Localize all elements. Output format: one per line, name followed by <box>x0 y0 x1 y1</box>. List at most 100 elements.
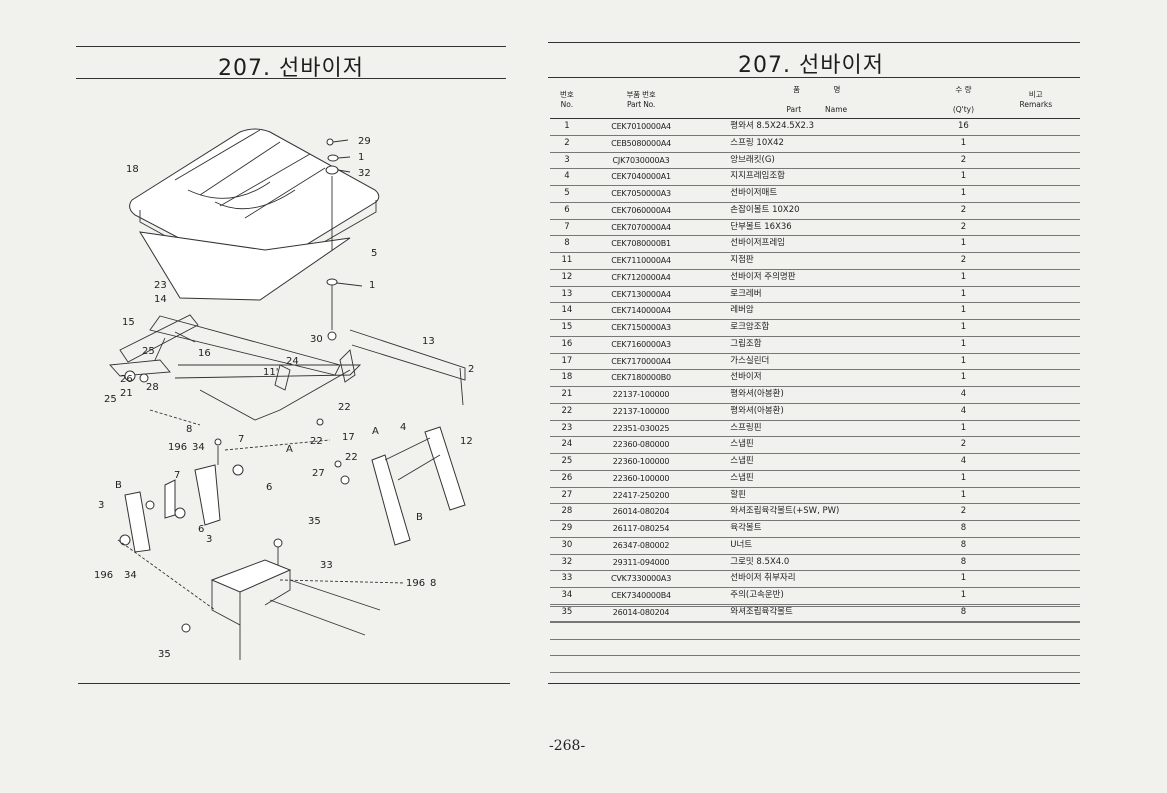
callout: 5 <box>371 248 377 259</box>
callout: 4 <box>400 422 406 433</box>
row-part-number: CEK7150000A3 <box>611 323 671 332</box>
row-part-number: 22137-100000 <box>612 406 670 416</box>
empty-row <box>550 640 1080 657</box>
row-quantity: 2 <box>960 439 967 450</box>
callout: 34 <box>124 570 137 581</box>
row-part-number: 26117-080254 <box>612 524 670 533</box>
row-number: 27 <box>561 489 573 500</box>
row-number: 17 <box>561 355 573 366</box>
row-remarks <box>992 554 1080 571</box>
table-row: 12 CFK7120000A4 선바이저 주의명판 1 <box>550 269 1080 286</box>
empty-row <box>550 623 1080 640</box>
callout: 35 <box>308 516 321 527</box>
row-remarks <box>992 135 1080 152</box>
row-part-number: CFK7120000A4 <box>611 272 671 282</box>
right-top-rule <box>548 42 1080 43</box>
row-remarks <box>992 420 1080 437</box>
callout: 24 <box>286 356 299 367</box>
row-quantity: 4 <box>960 405 967 416</box>
row-part-number: CEK7340000B4 <box>611 591 671 600</box>
row-number: 12 <box>561 271 573 282</box>
callout: 8 <box>186 424 192 435</box>
row-quantity: 8 <box>960 556 967 567</box>
row-part-name: 그립조합 <box>730 338 762 349</box>
row-quantity: 2 <box>960 204 967 215</box>
row-quantity: 1 <box>960 422 967 433</box>
row-quantity: 8 <box>960 606 967 617</box>
row-part-name: 지점판 <box>730 255 754 265</box>
callout: 30 <box>310 334 323 345</box>
row-part-name: 그로밋 8.5X4.0 <box>730 556 790 567</box>
row-remarks <box>992 320 1080 337</box>
row-remarks <box>992 521 1080 538</box>
row-part-number: CEB5080000A4 <box>611 138 671 148</box>
callout: 14 <box>154 294 167 305</box>
row-number: 14 <box>561 305 573 316</box>
row-quantity: 1 <box>960 271 967 282</box>
callout: 22 <box>338 402 351 413</box>
row-part-number: CEK7130000A4 <box>611 289 671 299</box>
row-number: 5 <box>564 188 570 198</box>
row-part-name: 선바이저프레임 <box>730 238 786 249</box>
row-quantity: 1 <box>960 188 967 198</box>
callout: 28 <box>146 382 159 393</box>
row-number: 34 <box>561 590 573 600</box>
row-quantity: 1 <box>960 489 967 500</box>
row-part-number: CEK7170000A4 <box>611 356 671 366</box>
row-part-number: 22351-030025 <box>612 423 670 433</box>
row-part-name: 평와셔(아봉환) <box>730 389 784 399</box>
row-part-number: 26347-080002 <box>612 540 670 550</box>
row-number: 26 <box>561 472 573 483</box>
row-part-number: CEK7110000A4 <box>611 256 671 265</box>
empty-row <box>550 656 1080 673</box>
row-number: 2 <box>564 137 570 148</box>
left-top-rule <box>76 46 506 47</box>
row-part-name: 주의(고속운반) <box>730 590 784 600</box>
callout: 1 <box>358 152 364 163</box>
page-number: -268- <box>549 738 586 754</box>
row-part-number: CEK7010000A4 <box>611 122 671 131</box>
support-frame <box>109 314 362 421</box>
row-quantity: 1 <box>960 338 967 349</box>
row-part-name: 레버암 <box>730 305 754 316</box>
row-part-name: 단부볼트 16X36 <box>730 221 792 232</box>
row-remarks <box>992 437 1080 454</box>
callout: 25 <box>104 394 117 405</box>
row-quantity: 2 <box>960 221 967 232</box>
lock-lever-rod <box>349 329 466 406</box>
row-part-number: 29311-094000 <box>612 557 670 567</box>
row-number: 29 <box>561 523 573 533</box>
row-part-name: 선바이저 주의명판 <box>730 271 796 282</box>
row-part-name: 로크암조합 <box>730 322 770 332</box>
row-part-name: 스프링 10X42 <box>730 137 784 148</box>
row-part-number: CEK7180000B0 <box>611 373 671 383</box>
row-part-name: 와셔조립육각볼트(+SW, PW) <box>730 506 840 517</box>
row-part-name: U너트 <box>730 539 753 550</box>
mounting-base <box>181 538 381 660</box>
row-part-name: 스냅핀 <box>730 439 754 450</box>
row-remarks <box>992 487 1080 504</box>
row-part-number: CEK7040000A1 <box>611 172 671 182</box>
row-part-name: 평와셔 8.5X24.5X2.3 <box>730 121 815 131</box>
callout: 22 <box>310 436 323 447</box>
row-quantity: 1 <box>960 590 967 600</box>
right-bracket-assembly <box>316 418 466 546</box>
row-remarks <box>992 269 1080 286</box>
callout: 35 <box>158 649 171 660</box>
row-part-number: CEK7160000A3 <box>611 339 671 349</box>
